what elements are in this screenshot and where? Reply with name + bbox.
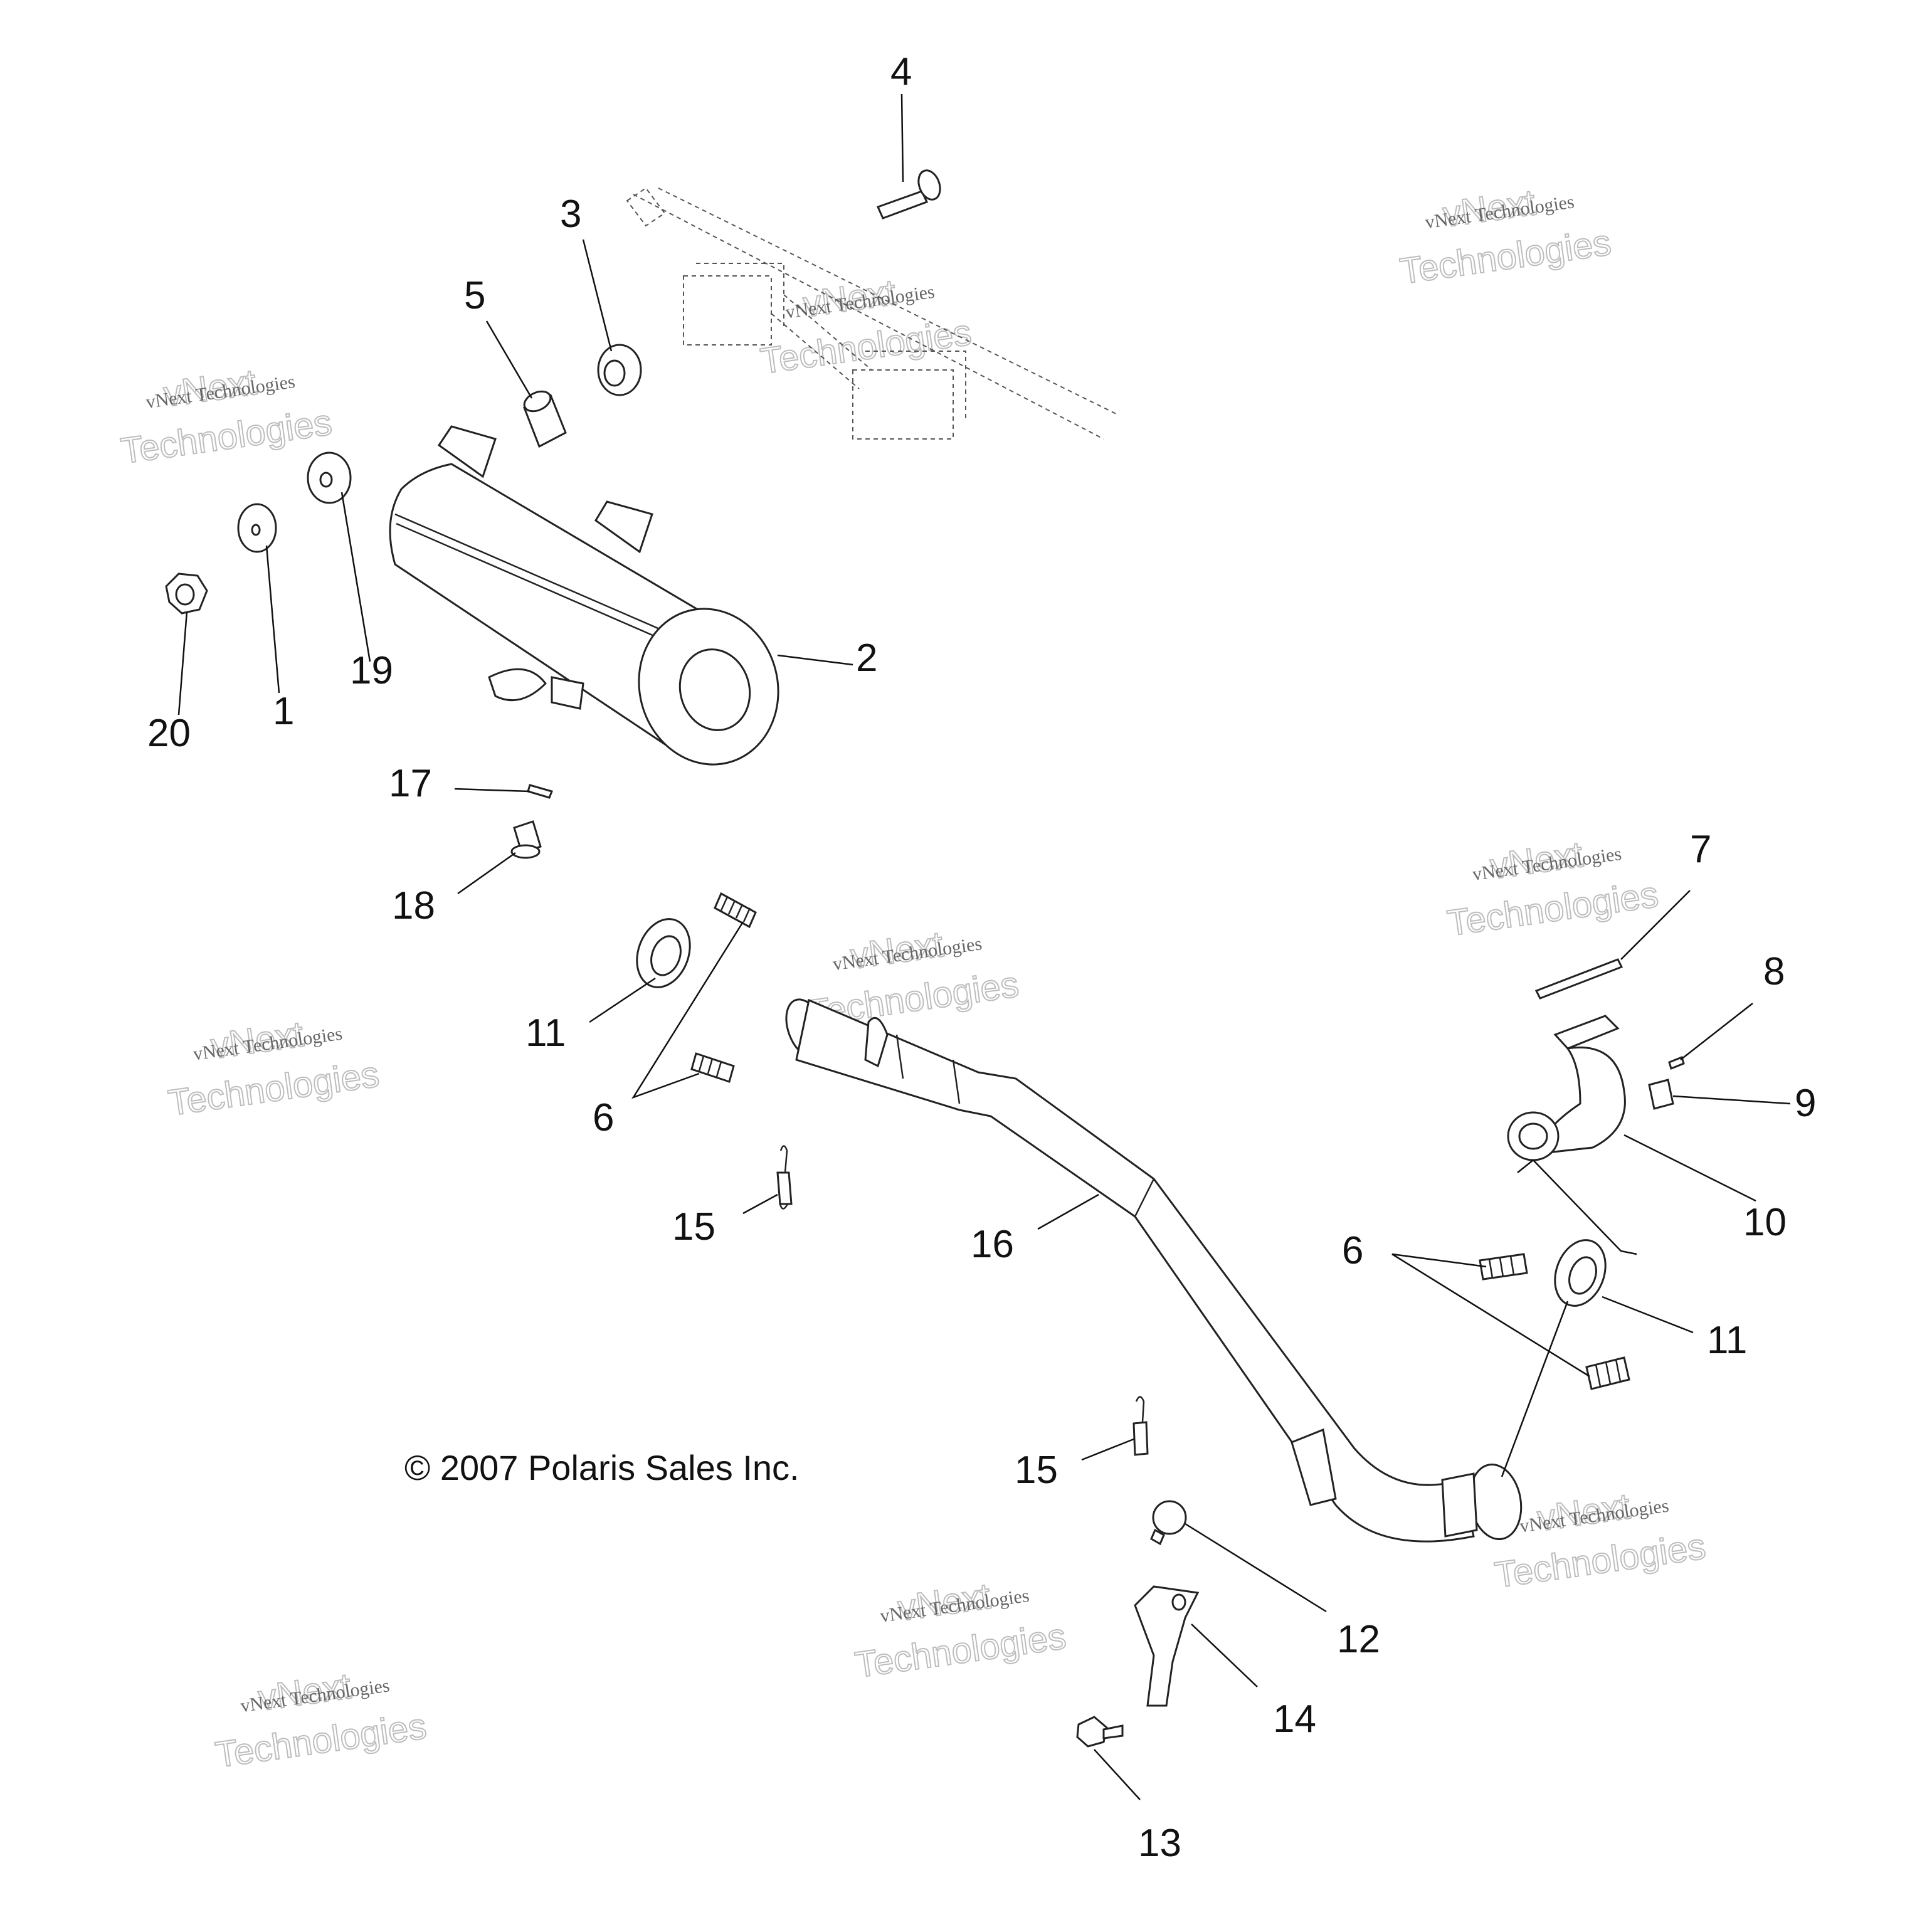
watermark-6: vNext vNext Technologies Technologies — [1444, 833, 1661, 944]
callout-labels: 4 3 5 2 19 1 20 17 18 11 6 15 16 7 8 9 1… — [147, 50, 1816, 1865]
spring-part-15-left — [776, 1145, 793, 1210]
elbow-pipe-part-10 — [1507, 1015, 1626, 1161]
spring-part-6-d — [1585, 1356, 1630, 1390]
watermarks: vNext vNext Technologies Technologies vN… — [118, 181, 1709, 1776]
svg-text:Technologies: Technologies — [1398, 222, 1613, 292]
leader-lines — [177, 93, 1791, 1800]
watermark-8: vNext vNext Technologies Technologies — [852, 1575, 1069, 1686]
head-pipe-gasket-part-7 — [1534, 958, 1623, 1000]
svg-text:Technologies: Technologies — [119, 402, 334, 472]
callout-12: 12 — [1337, 1618, 1380, 1661]
bolt-part-4 — [876, 169, 941, 219]
screw-part-18 — [510, 820, 542, 859]
callout-14: 14 — [1273, 1697, 1316, 1741]
callout-6-left: 6 — [593, 1096, 614, 1139]
watermark-3: vNext vNext Technologies Technologies — [1397, 181, 1614, 292]
gasket-part-11-left — [636, 918, 691, 988]
spring-part-15-right — [1132, 1396, 1149, 1456]
watermark-7: vNext vNext Technologies Technologies — [213, 1665, 430, 1776]
callout-19: 19 — [350, 649, 393, 692]
callout-11-left: 11 — [525, 1011, 566, 1055]
callout-11-right: 11 — [1707, 1319, 1747, 1362]
callout-15-left: 15 — [672, 1205, 715, 1249]
svg-text:Technologies: Technologies — [213, 1706, 429, 1775]
svg-text:Technologies: Technologies — [166, 1053, 381, 1123]
bolt-part-13 — [1076, 1716, 1124, 1748]
callout-6-right: 6 — [1342, 1229, 1363, 1272]
watermark-1: vNext vNext Technologies Technologies — [118, 361, 335, 472]
copyright-notice: © 2007 Polaris Sales Inc. — [404, 1448, 800, 1487]
callout-9: 9 — [1795, 1082, 1816, 1125]
svg-text:Technologies: Technologies — [758, 312, 974, 381]
spring-part-6-c — [1479, 1253, 1528, 1280]
watermark-4: vNext vNext Technologies Technologies — [165, 1013, 382, 1124]
nut-part-20 — [165, 573, 208, 615]
nut-part-9 — [1648, 1079, 1674, 1110]
callout-3: 3 — [560, 193, 581, 236]
bushing-part-5 — [523, 390, 567, 448]
pin-part-17 — [527, 784, 554, 799]
callout-10: 10 — [1743, 1201, 1787, 1244]
washer-part-19 — [307, 451, 352, 504]
washer-part-1 — [237, 503, 277, 553]
callout-16: 16 — [971, 1223, 1014, 1266]
callout-4: 4 — [890, 50, 912, 93]
callout-8: 8 — [1763, 950, 1785, 993]
exhaust-pipe-part-16 — [785, 998, 1523, 1543]
callout-1: 1 — [273, 690, 294, 733]
callout-18: 18 — [392, 884, 435, 927]
callout-20: 20 — [147, 712, 191, 755]
callout-5: 5 — [464, 274, 485, 317]
frame-rail-dashed — [626, 187, 1117, 440]
grommet-part-3 — [597, 344, 642, 396]
stud-part-8 — [1668, 1055, 1685, 1070]
callout-7: 7 — [1690, 828, 1711, 871]
grommet-part-12 — [1150, 1500, 1187, 1546]
callout-17: 17 — [389, 762, 432, 805]
callout-2: 2 — [856, 636, 877, 680]
svg-text:Technologies: Technologies — [1492, 1526, 1708, 1595]
gasket-part-11-right — [1554, 1239, 1607, 1307]
spring-part-6-a — [714, 892, 757, 929]
bracket-part-14 — [1134, 1585, 1200, 1707]
callout-13: 13 — [1138, 1822, 1181, 1865]
svg-text:Technologies: Technologies — [853, 1616, 1069, 1686]
svg-text:Technologies: Technologies — [1445, 874, 1660, 944]
muffler-part-2 — [389, 425, 779, 766]
spring-part-6-b — [690, 1052, 735, 1083]
callout-15-right: 15 — [1015, 1449, 1058, 1492]
watermark-2: vNext vNext Technologies Technologies — [757, 271, 974, 382]
